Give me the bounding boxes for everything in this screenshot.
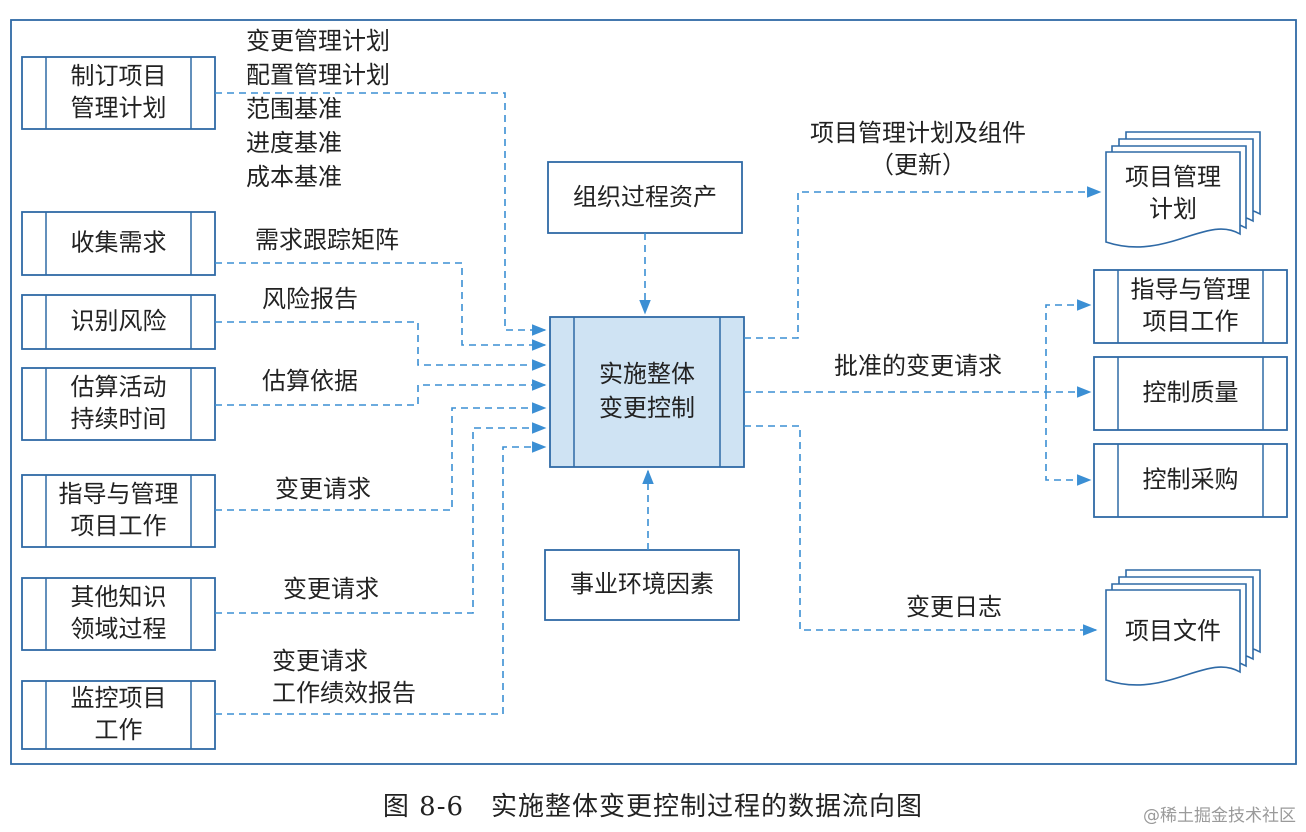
arrow-approved-procurement (1045, 392, 1092, 486)
arrow-direct-manage (215, 402, 547, 511)
input-direct-manage-text-line-1: 指导与管理 (59, 480, 179, 508)
output-control-procurement-box (1093, 443, 1288, 518)
arrow-develop-plan (215, 92, 547, 336)
arrow-change-log (744, 425, 1098, 636)
input-label-monitor-control-2: 工作绩效报告 (272, 679, 416, 707)
output-control-quality-box (1093, 356, 1288, 431)
input-other-areas-box (21, 577, 216, 651)
arrow-other-areas (215, 422, 547, 614)
env-factors-box (544, 549, 740, 621)
output-control-quality-text-line-1: 控制质量 (1143, 379, 1239, 407)
output-direct-manage-out-box (1093, 269, 1288, 344)
input-monitor-control-text-line-1: 监控项目 (71, 684, 167, 712)
figure-caption: 图 8-6 实施整体变更控制过程的数据流向图 (382, 792, 924, 822)
output-plan-doc-text-line-1: 项目管理 (1125, 163, 1221, 191)
org-assets-box (547, 161, 743, 234)
env-factors-label: 事业环境因素 (570, 570, 714, 598)
input-label-develop-plan-1: 变更管理计划 (246, 27, 390, 55)
arrow-estimate-duration (215, 379, 547, 406)
output-project-docs-front (1105, 589, 1241, 686)
arrow-approved-direct (1045, 299, 1092, 392)
org-assets-label: 组织过程资产 (573, 183, 717, 211)
arrow-collect-req (215, 262, 547, 351)
input-label-identify-risks-1: 风险报告 (262, 285, 358, 313)
watermark: @稀土掘金技术社区 (1143, 806, 1296, 826)
center-process-text-line-1: 实施整体 (599, 360, 695, 388)
output-control-procurement-text-line-1: 控制采购 (1143, 466, 1239, 494)
outer-frame (10, 19, 1297, 765)
input-other-areas-text-line-1: 其他知识 (71, 583, 167, 611)
input-estimate-duration-box (21, 367, 216, 441)
input-develop-plan-box (21, 56, 216, 130)
input-label-other-areas-1: 变更请求 (283, 575, 379, 603)
input-label-develop-plan-2: 配置管理计划 (246, 61, 390, 89)
output-plan-label-line-2: （更新） (870, 151, 966, 179)
output-approved-label: 批准的变更请求 (834, 352, 1002, 380)
arrow-monitor-control (215, 441, 547, 715)
input-develop-plan-text-line-1: 制订项目 (71, 62, 167, 90)
input-label-collect-req-1: 需求跟踪矩阵 (255, 226, 399, 254)
center-process-text-line-2: 变更控制 (599, 394, 695, 422)
output-direct-manage-out-text-line-2: 项目工作 (1143, 308, 1239, 336)
input-label-estimate-duration-1: 估算依据 (262, 367, 358, 395)
input-collect-req-box (21, 211, 216, 276)
input-label-develop-plan-4: 进度基准 (246, 129, 342, 157)
input-label-develop-plan-5: 成本基准 (246, 163, 342, 191)
input-monitor-control-box (21, 680, 216, 750)
arrow-plan-update (744, 186, 1102, 339)
input-label-develop-plan-3: 范围基准 (246, 95, 342, 123)
input-identify-risks-text-line-1: 识别风险 (71, 307, 167, 335)
output-plan-doc-front (1105, 151, 1241, 248)
diagram-canvas: 制订项目管理计划收集需求识别风险估算活动持续时间指导与管理项目工作其他知识领域过… (10, 19, 1297, 765)
input-monitor-control-text-line-2: 工作 (95, 716, 143, 744)
output-direct-manage-out-text-line-1: 指导与管理 (1131, 276, 1251, 304)
input-other-areas-text-line-2: 领域过程 (71, 615, 167, 643)
input-estimate-duration-text-line-2: 持续时间 (71, 405, 167, 433)
output-project-docs-text-line-1: 项目文件 (1125, 617, 1221, 645)
center-process-box (549, 316, 745, 468)
output-plan-label-line-1: 项目管理计划及组件 (810, 119, 1026, 147)
arrow-identify-risks (215, 321, 547, 371)
input-direct-manage-text-line-2: 项目工作 (71, 512, 167, 540)
input-label-direct-manage-1: 变更请求 (275, 475, 371, 503)
input-develop-plan-text-line-2: 管理计划 (71, 94, 167, 122)
input-direct-manage-box (21, 474, 216, 548)
input-collect-req-text-line-1: 收集需求 (71, 229, 167, 257)
input-estimate-duration-text-line-1: 估算活动 (71, 373, 167, 401)
output-plan-doc-text-line-2: 计划 (1149, 195, 1197, 223)
output-log-label: 变更日志 (906, 593, 1002, 621)
input-label-monitor-control-1: 变更请求 (272, 647, 368, 675)
